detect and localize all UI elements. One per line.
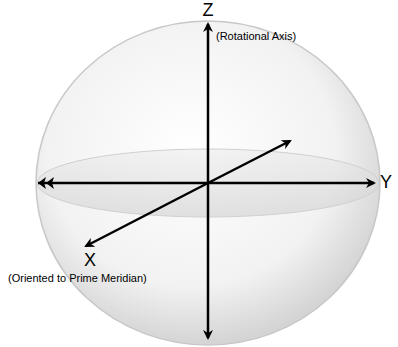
axis-letter: Y (380, 173, 392, 193)
axis-letter: Z (203, 1, 214, 21)
z-axis (207, 24, 210, 183)
z-axis-negative (207, 183, 210, 338)
sphere (36, 21, 380, 345)
y-axis (208, 182, 374, 185)
x-axis (86, 183, 208, 246)
axis-letter: X (84, 251, 96, 271)
axis-note: (Rotational Axis) (216, 30, 296, 42)
x-axis-negative (208, 141, 290, 183)
axis-note: (Oriented to Prime Meridian) (8, 272, 147, 284)
y-axis-negative (38, 182, 208, 185)
